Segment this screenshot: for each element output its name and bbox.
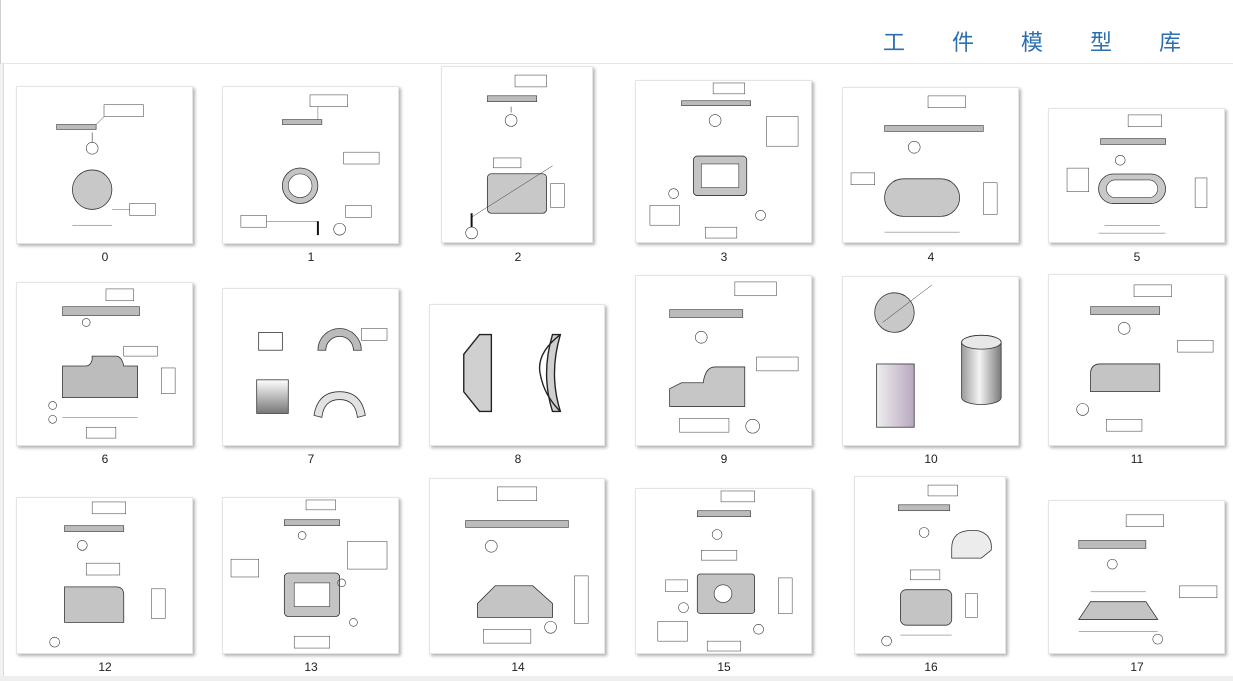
- model-card-3[interactable]: [635, 80, 812, 243]
- disk-icon: [56, 104, 156, 226]
- left-scroll-edge: [0, 64, 4, 681]
- curved-bevel-icon: [463, 333, 562, 413]
- model-card-17[interactable]: [1048, 500, 1225, 654]
- model-card-12[interactable]: [16, 497, 193, 654]
- rect-diagonal-icon: [465, 74, 565, 240]
- page-header: 工 件 模 型 库: [0, 0, 1233, 64]
- model-label-4: 4: [927, 250, 935, 264]
- model-label-17: 17: [1130, 660, 1144, 674]
- model-label-7: 7: [307, 452, 315, 466]
- frame-icon: [649, 82, 799, 239]
- model-card-8[interactable]: [429, 304, 605, 446]
- model-card-13[interactable]: [222, 497, 399, 654]
- model-card-9[interactable]: [635, 275, 812, 446]
- bottom-edge: [0, 676, 1233, 681]
- trapezoid-chamfer-icon: [465, 486, 589, 644]
- model-label-11: 11: [1130, 452, 1144, 466]
- model-card-4[interactable]: [842, 87, 1019, 243]
- model-card-15[interactable]: [635, 488, 812, 654]
- model-card-0[interactable]: [16, 86, 193, 244]
- page-title: 工 件 模 型 库: [883, 31, 1201, 56]
- holed-frame-icon: [230, 499, 388, 649]
- cylinder-icon: [874, 284, 1002, 428]
- trapezoid-icon: [1078, 514, 1218, 645]
- model-card-5[interactable]: [1048, 108, 1225, 243]
- slot-icon: [1066, 114, 1208, 234]
- ring-icon: [240, 94, 380, 236]
- model-label-15: 15: [717, 660, 731, 674]
- model-card-14[interactable]: [429, 478, 605, 654]
- model-label-2: 2: [514, 250, 522, 264]
- model-label-3: 3: [720, 250, 728, 264]
- model-card-11[interactable]: [1048, 274, 1225, 446]
- model-label-5: 5: [1133, 250, 1141, 264]
- rounded-block-3d-icon: [881, 484, 992, 647]
- model-label-10: 10: [924, 452, 938, 466]
- model-label-0: 0: [101, 250, 109, 264]
- model-label-9: 9: [720, 452, 728, 466]
- stepped-profile-icon: [48, 288, 176, 439]
- model-card-2[interactable]: [441, 66, 593, 243]
- model-label-16: 16: [924, 660, 938, 674]
- model-label-1: 1: [307, 250, 315, 264]
- chamfer-block-icon: [1076, 284, 1214, 432]
- model-label-12: 12: [98, 660, 112, 674]
- arc-block-icon: [256, 328, 388, 418]
- model-label-13: 13: [304, 660, 318, 674]
- model-label-8: 8: [514, 452, 522, 466]
- rounded-corner-block-icon: [49, 501, 166, 648]
- model-card-7[interactable]: [222, 288, 399, 446]
- model-card-6[interactable]: [16, 282, 193, 446]
- notched-block-icon: [669, 281, 799, 434]
- model-label-14: 14: [511, 660, 525, 674]
- obround-icon: [850, 95, 998, 233]
- model-label-6: 6: [101, 452, 109, 466]
- model-card-16[interactable]: [854, 476, 1006, 654]
- model-card-1[interactable]: [222, 86, 399, 244]
- plate-hole-icon: [657, 490, 793, 652]
- model-card-10[interactable]: [842, 276, 1019, 446]
